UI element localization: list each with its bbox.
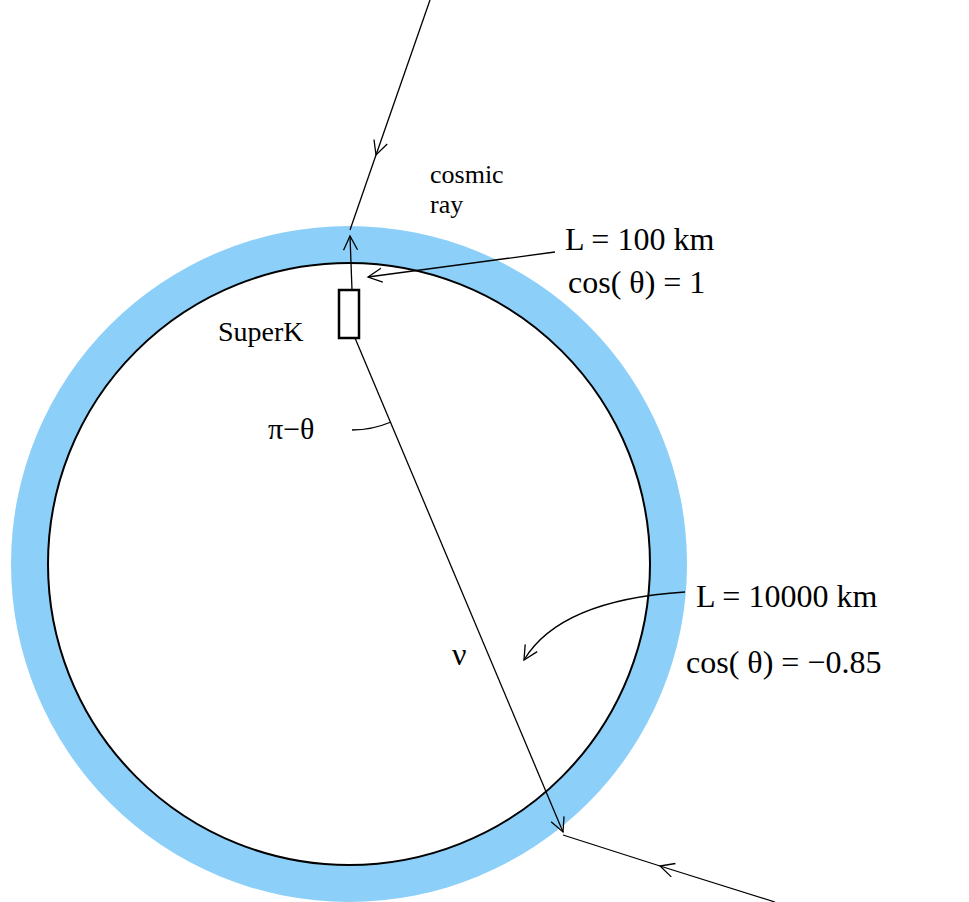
cosmic-ray-line (660, 866, 775, 902)
angle-label: cos( θ) = −0.85 (686, 644, 881, 681)
detector-label: SuperK (218, 316, 304, 348)
neutrino-line (355, 338, 563, 832)
angle-label: π−θ (268, 412, 314, 447)
neutrino-line (350, 236, 352, 290)
cosmic-ray-line (376, 0, 430, 155)
earth (48, 263, 650, 865)
detector-box (339, 290, 359, 338)
cosmic-ray-line (563, 835, 660, 866)
atmosphere (11, 226, 687, 902)
angle-arc (352, 422, 391, 430)
angle-label: cos( θ) = 1 (568, 264, 705, 301)
cosmic-ray-line (350, 155, 376, 230)
leader-line (368, 252, 555, 277)
particle-label: ν (452, 636, 466, 673)
distance-label: L = 100 km (565, 221, 714, 258)
callout-text: cosmic ray (430, 160, 515, 220)
leader-line (524, 592, 685, 660)
distance-label: L = 10000 km (696, 578, 877, 615)
